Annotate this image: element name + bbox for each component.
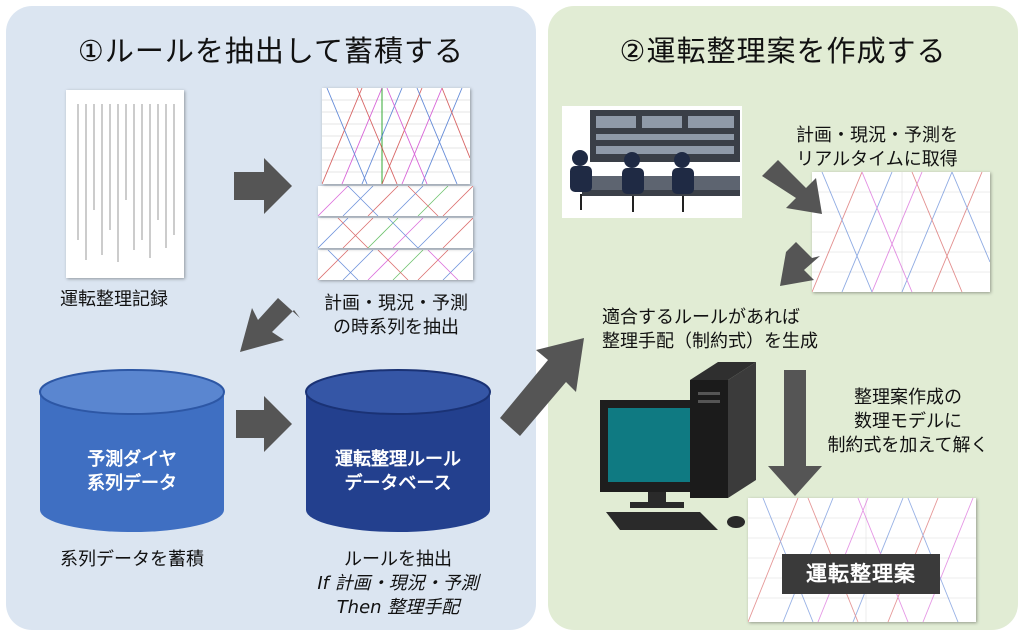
model-label-line-2: 数理モデルに xyxy=(854,411,962,432)
forecast-database-text: 予測ダイヤ 系列データ xyxy=(40,448,224,496)
train-diagram-icon xyxy=(317,185,474,217)
train-diagram-icon xyxy=(811,171,991,293)
realtime-acquisition-label: 計画・現況・予測を リアルタイムに取得 xyxy=(772,124,982,172)
realtime-diagram xyxy=(811,171,991,293)
model-label-line-1: 整理案作成の xyxy=(854,387,962,408)
constraint-label-line-1: 適合するルールがあれば xyxy=(602,307,800,328)
control-room-illustration xyxy=(562,106,742,218)
rule-label-if: If 計画・現況・予測 xyxy=(317,573,479,594)
rule-db-line-2: データベース xyxy=(344,473,452,494)
extract-label-line-2: の時系列を抽出 xyxy=(333,317,459,338)
arrow-down-left-icon xyxy=(780,242,820,286)
arrow-down-icon xyxy=(768,370,822,496)
operation-record-label: 運転整理記録 xyxy=(60,289,168,310)
keyboard-icon xyxy=(606,512,745,530)
extract-label-line-1: 計画・現況・予測 xyxy=(324,293,468,314)
train-diagram-icon xyxy=(317,217,474,249)
train-diagram-icon xyxy=(321,87,471,185)
diagram-sheet xyxy=(317,217,474,249)
rule-db-line-1: 運転整理ルール xyxy=(335,449,461,470)
store-series-label: 系列データを蓄積 xyxy=(60,549,204,570)
rule-extraction-label: ルールを抽出 If 計画・現況・予測 Then 整理手配 xyxy=(300,548,496,620)
rule-database-icon xyxy=(305,369,491,532)
document-text-lines-icon xyxy=(77,104,175,262)
computer-tower-icon xyxy=(690,362,756,498)
realtime-label-line-2: リアルタイムに取得 xyxy=(796,149,958,170)
rule-database-text: 運転整理ルール データベース xyxy=(306,448,490,496)
forecast-db-line-2: 系列データ xyxy=(87,473,177,494)
panel-left-title: ①ルールを抽出して蓄積する xyxy=(77,34,465,68)
diagram-sheet xyxy=(317,185,474,217)
forecast-db-line-1: 予測ダイヤ xyxy=(87,449,177,470)
constraint-label-line-2: 整理手配（制約式）を生成 xyxy=(602,331,818,352)
arrow-down-left-icon xyxy=(240,298,300,352)
constraint-generation-label: 適合するルールがあれば 整理手配（制約式）を生成 xyxy=(602,306,818,354)
operation-record-document xyxy=(66,90,184,278)
arrow-right-icon xyxy=(234,158,292,214)
diagram-sheet xyxy=(317,249,474,281)
panel-right-title: ②運転整理案を作成する xyxy=(619,34,947,68)
operators-at-console-icon xyxy=(570,110,740,212)
arrow-down-right-icon xyxy=(762,160,822,214)
model-label-line-3: 制約式を加えて解く xyxy=(827,435,989,456)
arrow-right-icon xyxy=(236,396,292,452)
extract-time-series-label: 計画・現況・予測 の時系列を抽出 xyxy=(306,292,486,340)
arrow-up-right-icon xyxy=(500,338,584,436)
forecast-series-database-icon xyxy=(39,369,225,532)
result-plan-badge: 運転整理案 xyxy=(782,554,940,594)
diagram-sheet-main xyxy=(321,87,471,185)
train-diagram-icon xyxy=(317,249,474,281)
math-model-label: 整理案作成の 数理モデルに 制約式を加えて解く xyxy=(808,386,1008,458)
realtime-label-line-1: 計画・現況・予測を xyxy=(796,125,958,146)
rule-label-then: Then 整理手配 xyxy=(336,597,460,618)
rule-label-line-1: ルールを抽出 xyxy=(344,549,452,570)
